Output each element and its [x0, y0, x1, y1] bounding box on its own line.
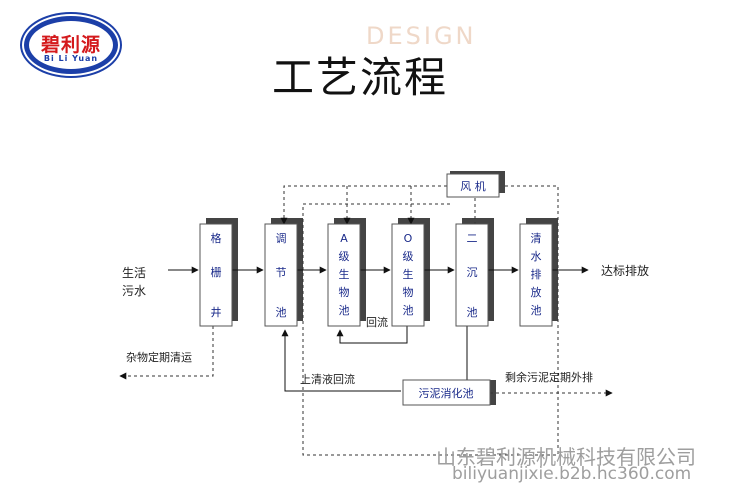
clear-water-tank-box [519, 223, 553, 327]
clear-water-char-1: 清 [531, 232, 542, 245]
solid-lines [168, 266, 589, 392]
sludge-digestion-label: 污泥消化池 [419, 386, 474, 400]
input-label-line-1: 生活 [122, 266, 146, 280]
company-url: biliyuanjixie.b2b.hc360.com [452, 464, 692, 484]
a-tank-char-5: 池 [339, 304, 350, 317]
grid-well-box [199, 223, 233, 327]
a-tank-char-4: 物 [339, 285, 350, 299]
grid-well-char-3: 井 [211, 305, 222, 319]
equalization-char-3: 池 [276, 306, 287, 319]
clear-water-char-2: 水 [531, 250, 542, 263]
process-boxes [199, 173, 553, 406]
reflux-arrow [336, 326, 408, 344]
a-tank-char-2: 级 [339, 250, 350, 263]
clear-water-char-3: 排 [531, 267, 542, 281]
grid-well-char-2: 栅 [211, 265, 222, 279]
debris-label: 杂物定期清运 [126, 350, 192, 364]
sludge-digestion-box [402, 379, 491, 406]
o-tank-char-4: 物 [403, 285, 414, 299]
clarifier-char-2: 沉 [467, 266, 478, 279]
flow-labels: 生活 污水 达标排放 回流 杂物定期清运 上清液回流 剩余污泥定期外排 [122, 263, 649, 386]
grid-well-char-1: 格 [211, 231, 222, 245]
company-name: 山东碧利源机械科技有限公司 [436, 445, 696, 469]
clear-water-char-5: 池 [531, 304, 542, 317]
a-tank-char-1: A [340, 232, 348, 245]
input-label-line-2: 污水 [122, 284, 146, 298]
a-tank-box [327, 223, 361, 327]
logo-chinese-text: 碧利源 [40, 34, 101, 56]
supernatant-return-arrow [281, 329, 401, 392]
o-tank-char-5: 池 [403, 304, 414, 317]
o-tank-char-1: O [404, 232, 413, 245]
company-logo: 碧利源 Bi Li Yuan [22, 14, 120, 76]
secondary-clarifier-box [455, 223, 489, 327]
a-tank-char-3: 生 [339, 267, 350, 281]
output-label: 达标排放 [601, 263, 649, 278]
o-tank-char-3: 生 [403, 267, 414, 281]
outer-loop-line [302, 185, 559, 456]
blower-box [446, 173, 500, 198]
page-title: 工艺流程 [272, 53, 449, 102]
blower-label: 风 机 [460, 179, 486, 193]
clarifier-char-1: 二 [467, 232, 478, 245]
design-watermark: DESIGN [366, 22, 477, 50]
clarifier-char-3: 池 [467, 306, 478, 319]
dashed-lines [119, 185, 613, 456]
equalization-tank-box [264, 223, 298, 327]
excess-sludge-label: 剩余污泥定期外排 [505, 370, 593, 384]
o-tank-char-2: 级 [403, 250, 414, 263]
clear-water-char-4: 放 [531, 285, 542, 299]
box-labels: 格 栅 井 调 节 池 A 级 生 物 池 O 级 生 物 池 二 沉 池 清 … [211, 179, 542, 400]
equalization-char-2: 节 [276, 266, 287, 279]
equalization-char-1: 调 [276, 232, 287, 245]
logo-english-text: Bi Li Yuan [43, 54, 99, 63]
blower-air-line-to-equalization [280, 185, 447, 225]
debris-removal-line [119, 326, 214, 380]
box-shadows [206, 171, 558, 405]
supernatant-label: 上清液回流 [300, 372, 355, 386]
o-tank-box [391, 223, 425, 327]
reflux-label: 回流 [366, 315, 388, 329]
